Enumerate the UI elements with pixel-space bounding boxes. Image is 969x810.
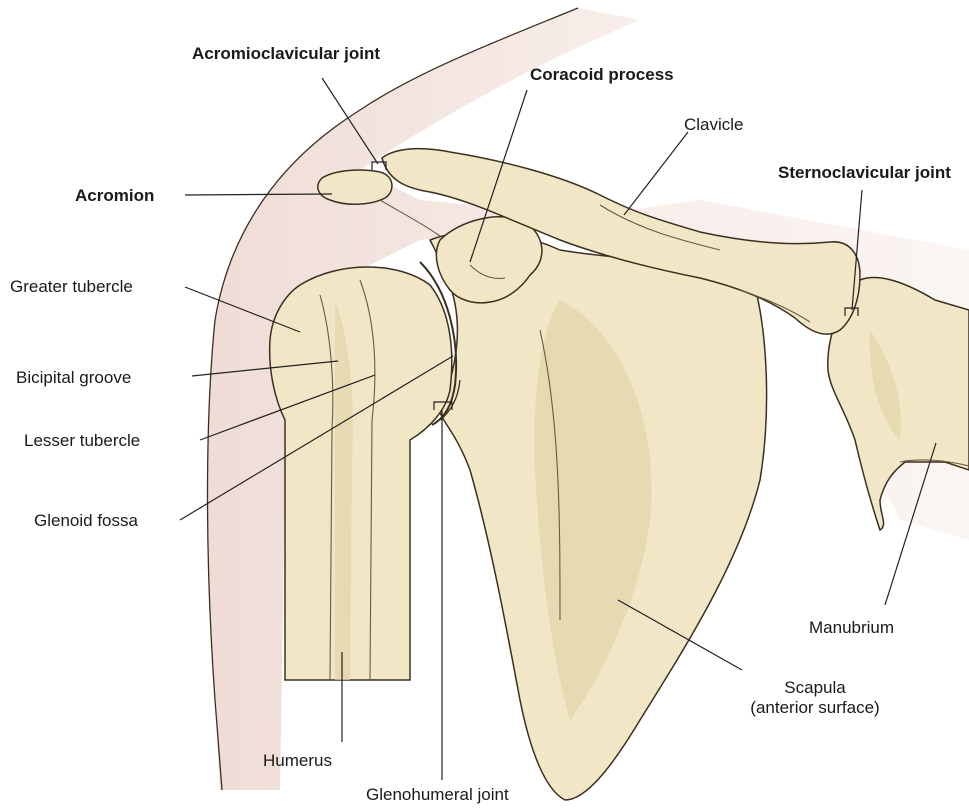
label-bicipital-groove: Bicipital groove <box>16 368 131 388</box>
label-acromioclavicular-joint: Acromioclavicular joint <box>192 44 380 64</box>
label-humerus: Humerus <box>263 751 332 771</box>
label-lesser-tubercle: Lesser tubercle <box>24 431 140 451</box>
label-glenoid-fossa: Glenoid fossa <box>34 511 138 531</box>
label-clavicle: Clavicle <box>684 115 744 135</box>
label-glenohumeral-joint: Glenohumeral joint <box>366 785 509 805</box>
humerus-bone <box>270 267 452 680</box>
label-manubrium: Manubrium <box>809 618 894 638</box>
label-acromion: Acromion <box>75 186 154 206</box>
label-scapula: Scapula (anterior surface) <box>750 678 880 718</box>
label-greater-tubercle: Greater tubercle <box>10 277 133 297</box>
leader-clavicle <box>624 132 688 215</box>
acromion-bone <box>318 170 392 204</box>
label-scapula-name: Scapula <box>750 678 880 698</box>
label-sternoclavicular-joint: Sternoclavicular joint <box>778 163 951 183</box>
label-scapula-surface: (anterior surface) <box>750 698 880 718</box>
label-coracoid-process: Coracoid process <box>530 65 674 85</box>
